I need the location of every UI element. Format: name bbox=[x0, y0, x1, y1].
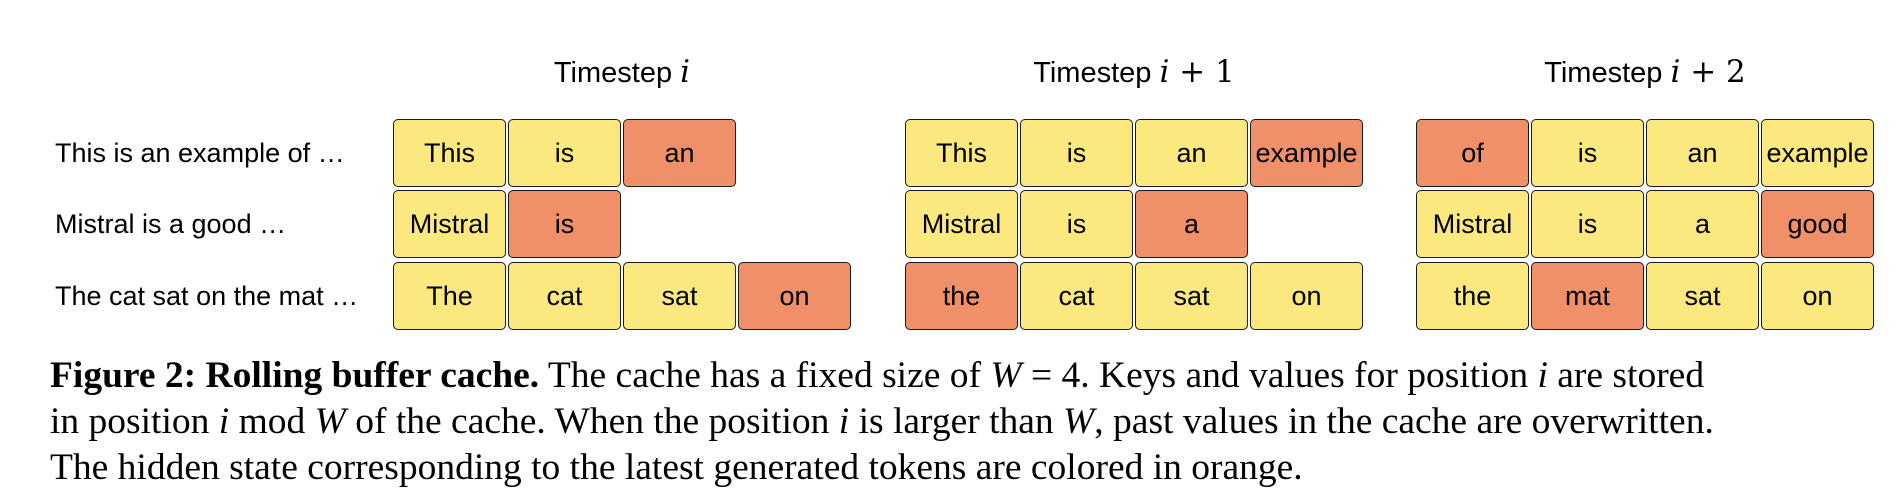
math-var: W bbox=[314, 401, 346, 442]
math-var: W bbox=[990, 355, 1022, 396]
caption-text: in position bbox=[50, 401, 219, 442]
sequence-label: This is an example of … bbox=[55, 138, 345, 168]
cache-cell: sat bbox=[1646, 262, 1759, 330]
cache-cell-latest: example bbox=[1250, 119, 1363, 187]
figure-title: Rolling buffer cache. bbox=[205, 355, 540, 396]
cache-cell: is bbox=[1531, 119, 1644, 187]
timestep-header: Timestep i bbox=[393, 52, 851, 92]
caption-line: The hidden state corresponding to the la… bbox=[50, 447, 1303, 488]
caption-text: is larger than bbox=[849, 401, 1064, 442]
timestep-label: Timestep bbox=[1544, 57, 1671, 89]
cache-cell: example bbox=[1761, 119, 1874, 187]
timestep-header: Timestep i + 2 bbox=[1416, 52, 1874, 92]
math-suffix: + 1 bbox=[1169, 54, 1235, 90]
math-var: i bbox=[218, 401, 230, 442]
cache-cell: The bbox=[393, 262, 506, 330]
caption-line: Figure 2: Rolling buffer cache. The cach… bbox=[50, 353, 1870, 399]
cache-cell: the bbox=[1416, 262, 1529, 330]
caption-text: are stored bbox=[1547, 355, 1705, 396]
math-var: i bbox=[1537, 355, 1548, 396]
math-var: W bbox=[1063, 401, 1095, 442]
sequence-label: Mistral is a good … bbox=[55, 209, 287, 239]
timestep-header: Timestep i + 1 bbox=[905, 52, 1363, 92]
math-op: mod bbox=[229, 401, 315, 442]
cache-cell: Mistral bbox=[393, 190, 506, 258]
cache-cell: on bbox=[1761, 262, 1874, 330]
cache-cell-latest: good bbox=[1761, 190, 1874, 258]
timestep-math: i + 1 bbox=[1159, 54, 1234, 90]
cache-cell-latest: of bbox=[1416, 119, 1529, 187]
caption-text: Keys and values for position bbox=[1099, 355, 1538, 396]
caption-text: The cache has a fixed size of bbox=[539, 355, 991, 396]
cache-cell: This bbox=[905, 119, 1018, 187]
timestep-math: i + 2 bbox=[1670, 54, 1745, 90]
timestep-label: Timestep bbox=[553, 57, 681, 89]
cache-cell: an bbox=[1646, 119, 1759, 187]
cache-cell: This bbox=[393, 119, 506, 187]
cache-cell: cat bbox=[1020, 262, 1133, 330]
cache-cell: is bbox=[508, 119, 621, 187]
timestep-math: i bbox=[680, 54, 690, 90]
cache-cell-latest: a bbox=[1135, 190, 1248, 258]
figure-label: Figure 2: bbox=[50, 355, 197, 396]
math-var: i bbox=[680, 54, 691, 90]
cache-cell-latest: an bbox=[623, 119, 736, 187]
sequence-label: The cat sat on the mat … bbox=[55, 281, 359, 311]
cache-cell-latest: on bbox=[738, 262, 851, 330]
cache-cell-latest: mat bbox=[1531, 262, 1644, 330]
cache-cell: sat bbox=[1135, 262, 1248, 330]
cache-cell: on bbox=[1250, 262, 1363, 330]
cache-cell: is bbox=[1020, 119, 1133, 187]
math-var: i bbox=[1159, 54, 1170, 90]
figure-caption: Figure 2: Rolling buffer cache. The cach… bbox=[50, 353, 1870, 491]
caption-text: = 4. bbox=[1021, 355, 1100, 396]
cache-cell: cat bbox=[508, 262, 621, 330]
cache-cell: sat bbox=[623, 262, 736, 330]
timestep-label: Timestep bbox=[1033, 57, 1160, 89]
rolling-buffer-diagram: This is an example of … Mistral is a goo… bbox=[55, 52, 1874, 330]
cache-cell: is bbox=[1020, 190, 1133, 258]
cache-cell-latest: is bbox=[508, 190, 621, 258]
caption-text: , past values in the cache are overwritt… bbox=[1094, 401, 1714, 442]
cache-cell: Mistral bbox=[1416, 190, 1529, 258]
cache-cell: is bbox=[1531, 190, 1644, 258]
cache-cell: a bbox=[1646, 190, 1759, 258]
cache-cell: an bbox=[1135, 119, 1248, 187]
cache-cell-latest: the bbox=[905, 262, 1018, 330]
math-suffix: + 2 bbox=[1680, 54, 1746, 90]
math-var: i bbox=[1670, 54, 1681, 90]
cache-cell: Mistral bbox=[905, 190, 1018, 258]
math-var: i bbox=[838, 401, 850, 442]
caption-line: in position i mod W of the cache. When t… bbox=[50, 399, 1870, 445]
caption-text: of the cache. When the position bbox=[345, 401, 839, 442]
